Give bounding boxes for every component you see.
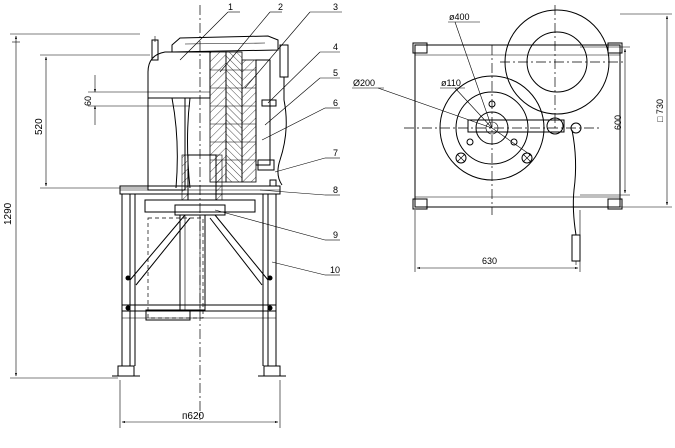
callout-6: 6 bbox=[333, 98, 338, 108]
callout-2: 2 bbox=[278, 2, 283, 12]
front-view: 1 2 3 4 5 6 7 8 9 10 1290 520 60 п620 bbox=[3, 2, 342, 428]
dim-plan-600 bbox=[580, 46, 630, 196]
vessel-body bbox=[147, 98, 186, 191]
plate bbox=[144, 199, 256, 213]
dim-base-width bbox=[119, 380, 281, 428]
callout-3: 3 bbox=[333, 2, 338, 12]
dim-label-1290: 1290 bbox=[3, 202, 14, 225]
plan-handle bbox=[571, 129, 577, 236]
dim-label-60: 60 bbox=[83, 96, 93, 106]
swing-circle-outer bbox=[504, 9, 610, 115]
disc-stack bbox=[209, 51, 257, 183]
label-plan-600: 600 bbox=[613, 115, 623, 130]
callout-1: 1 bbox=[228, 2, 233, 12]
label-plan-width: 630 bbox=[482, 256, 497, 266]
swing-circle-inner bbox=[526, 31, 588, 93]
callout-7: 7 bbox=[333, 148, 338, 158]
plan-arm bbox=[467, 119, 565, 133]
dim-overall-height bbox=[10, 33, 140, 379]
dim-520 bbox=[40, 54, 150, 189]
callout-10: 10 bbox=[330, 265, 340, 275]
motor-hidden bbox=[147, 217, 204, 319]
dim-plan-730 bbox=[620, 13, 672, 208]
callout-9: 9 bbox=[333, 230, 338, 240]
anchor-bolt bbox=[521, 152, 533, 164]
lever-arm bbox=[277, 99, 287, 186]
callout-4: 4 bbox=[333, 42, 338, 52]
dim-plan-width bbox=[414, 210, 581, 272]
feed-pipe bbox=[151, 39, 159, 61]
guide-housing bbox=[255, 59, 271, 166]
drum-circle-outer bbox=[439, 75, 545, 181]
handle bbox=[279, 44, 289, 78]
label-dia-400: ø400 bbox=[449, 12, 470, 22]
drum-circle-inner bbox=[475, 111, 509, 145]
dim-60 bbox=[88, 75, 210, 125]
callout-leaders bbox=[179, 11, 342, 276]
dim-label-620: п620 bbox=[182, 411, 205, 422]
dim-label-520: 520 bbox=[34, 118, 45, 135]
label-dia-200: Ø200 bbox=[353, 78, 375, 88]
anchor-bolt bbox=[455, 152, 467, 164]
vessel-upper bbox=[147, 51, 211, 99]
callout-8: 8 bbox=[333, 185, 338, 195]
label-dia-110: ø110 bbox=[441, 78, 461, 88]
drum-circle-mid bbox=[455, 91, 529, 165]
label-plan-730: □ 730 bbox=[655, 99, 665, 122]
plan-frame bbox=[414, 44, 621, 208]
frame bbox=[112, 193, 286, 377]
plan-view: ø400 ø110 Ø200 630 600 □ 730 bbox=[352, 5, 672, 272]
callout-5: 5 bbox=[333, 68, 338, 78]
